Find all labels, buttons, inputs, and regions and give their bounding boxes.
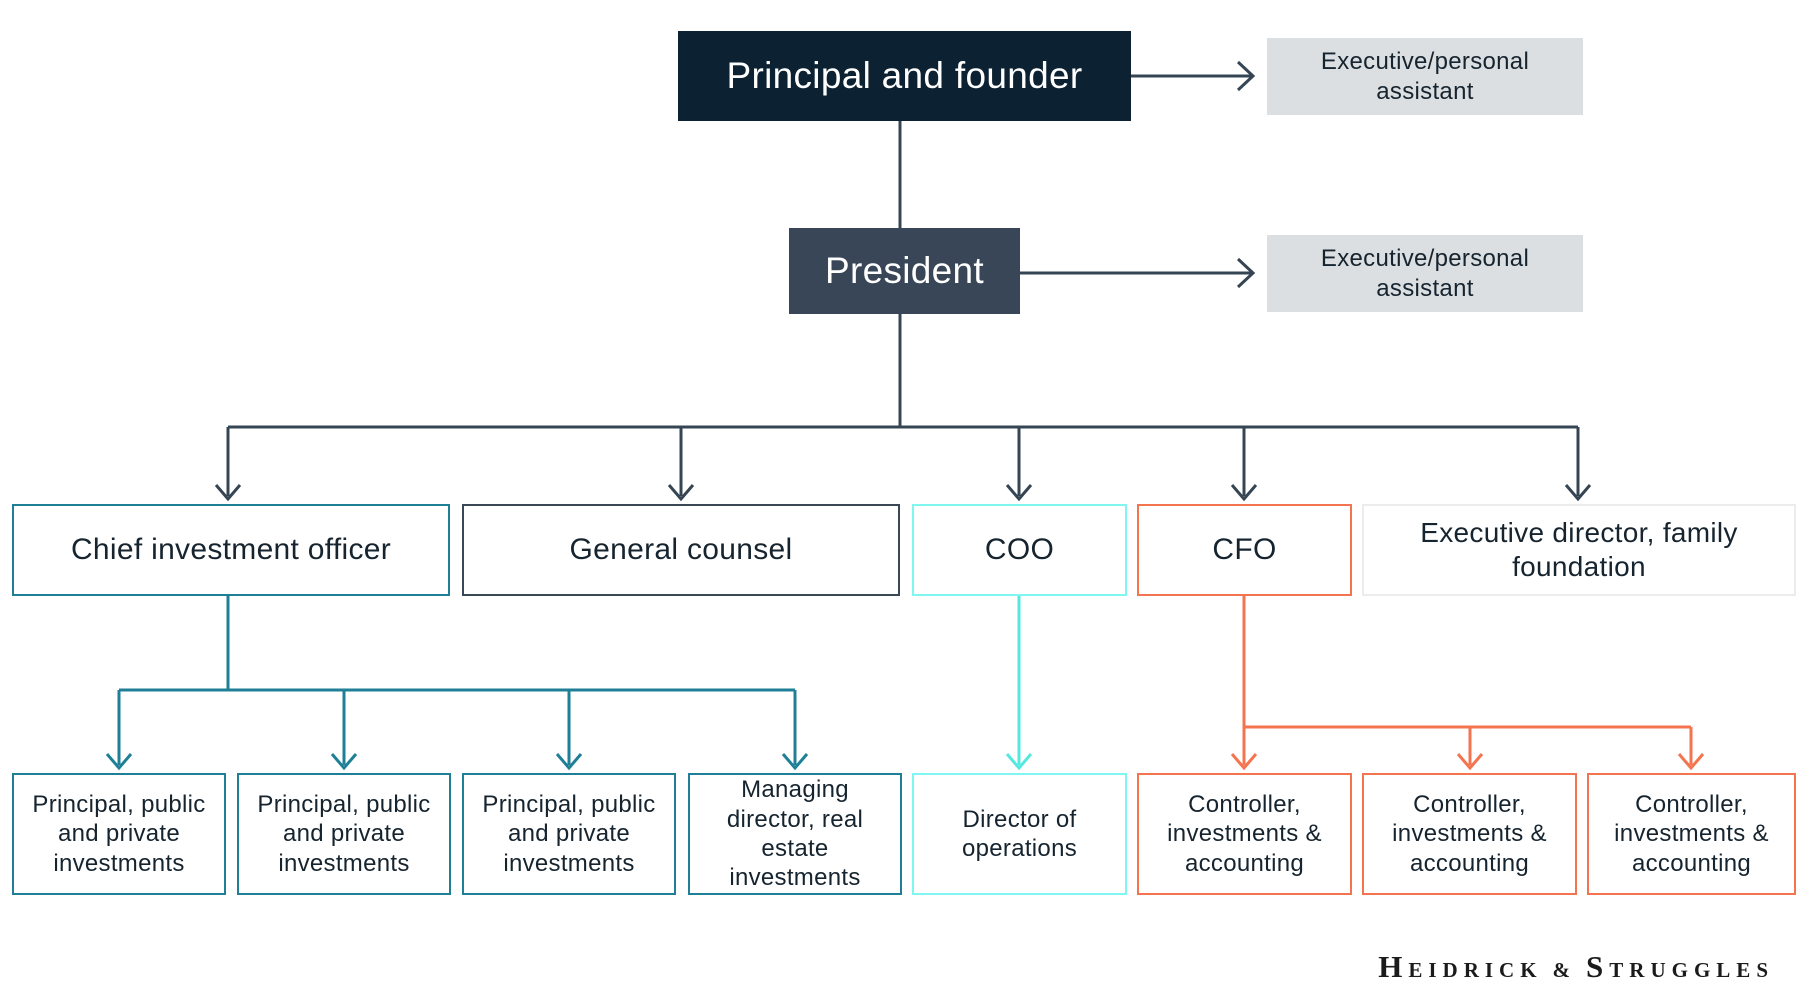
node-label: Controller, investments & accounting [1614, 791, 1769, 877]
node-executive-assistant-president: Executive/personal assistant [1267, 235, 1583, 312]
node-label: General counsel [569, 532, 793, 566]
node-principal-investments-2: Principal, public and private investment… [237, 773, 451, 895]
arrowhead-down-icon [1005, 753, 1033, 771]
node-label: President [824, 250, 984, 292]
node-label: COO [984, 532, 1055, 566]
node-label: Executive/personal assistant [1320, 48, 1530, 105]
node-director-of-operations: Director of operations [912, 773, 1127, 895]
node-label: Principal and founder [726, 55, 1083, 97]
node-controller-3: Controller, investments & accounting [1587, 773, 1796, 895]
node-label: Executive/personal assistant [1320, 245, 1530, 302]
node-managing-director-real-estate: Managing director, real estate investmen… [688, 773, 902, 895]
node-executive-director-family-foundation: Executive director, family foundation [1362, 504, 1796, 596]
node-principal-and-founder: Principal and founder [678, 31, 1131, 121]
node-controller-1: Controller, investments & accounting [1137, 773, 1352, 895]
arrowhead-down-icon [1230, 484, 1258, 502]
arrowhead-right-icon [1236, 257, 1256, 289]
arrowhead-down-icon [781, 753, 809, 771]
node-label: Principal, public and private investment… [482, 791, 656, 877]
node-label: Controller, investments & accounting [1167, 791, 1322, 877]
node-coo: COO [912, 504, 1127, 596]
logo-word: Struggles [1586, 949, 1774, 984]
arrowhead-down-icon [214, 484, 242, 502]
arrowhead-down-icon [1456, 753, 1484, 771]
arrowhead-down-icon [105, 753, 133, 771]
node-label: Principal, public and private investment… [257, 791, 431, 877]
node-label: Chief investment officer [70, 532, 392, 566]
node-label: Executive director, family foundation [1420, 516, 1738, 582]
node-label: CFO [1212, 532, 1277, 566]
node-controller-2: Controller, investments & accounting [1362, 773, 1577, 895]
heidrick-struggles-logo: Heidrick&Struggles [1378, 949, 1774, 985]
logo-word: Heidrick [1378, 949, 1543, 984]
node-label: Managing director, real estate investmen… [726, 776, 864, 892]
node-principal-investments-1: Principal, public and private investment… [12, 773, 226, 895]
cio-branch-connectors [105, 596, 809, 771]
node-chief-investment-officer: Chief investment officer [12, 504, 450, 596]
node-cfo: CFO [1137, 504, 1352, 596]
arrowhead-right-icon [1236, 60, 1256, 92]
node-president: President [789, 228, 1020, 314]
node-executive-assistant-top: Executive/personal assistant [1267, 38, 1583, 115]
arrowhead-down-icon [1005, 484, 1033, 502]
logo-ampersand: & [1552, 958, 1577, 982]
node-label: Director of operations [961, 805, 1078, 862]
arrowhead-down-icon [1677, 753, 1705, 771]
arrowhead-down-icon [1230, 753, 1258, 771]
node-label: Principal, public and private investment… [32, 791, 206, 877]
node-principal-investments-3: Principal, public and private investment… [462, 773, 676, 895]
node-general-counsel: General counsel [462, 504, 900, 596]
cfo-branch-connectors [1230, 596, 1705, 771]
arrowhead-down-icon [1564, 484, 1592, 502]
coo-branch-connectors [1005, 596, 1033, 771]
arrowhead-down-icon [667, 484, 695, 502]
node-label: Controller, investments & accounting [1392, 791, 1547, 877]
arrowhead-down-icon [330, 753, 358, 771]
arrowhead-down-icon [555, 753, 583, 771]
